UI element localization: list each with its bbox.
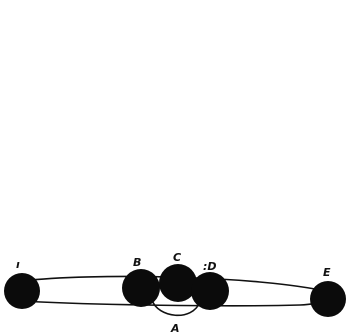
sphere-d xyxy=(191,272,229,310)
lower-arc xyxy=(151,299,201,317)
sphere-c xyxy=(159,264,197,302)
sphere-b xyxy=(122,269,160,307)
sphere-e xyxy=(310,281,346,317)
label-b: B xyxy=(133,256,141,269)
label-left: ı xyxy=(16,258,20,271)
label-c: C xyxy=(173,251,181,264)
label-e: E xyxy=(323,266,331,279)
label-a: A xyxy=(170,322,180,335)
sphere-left xyxy=(4,273,40,309)
label-d: :D xyxy=(203,260,217,273)
